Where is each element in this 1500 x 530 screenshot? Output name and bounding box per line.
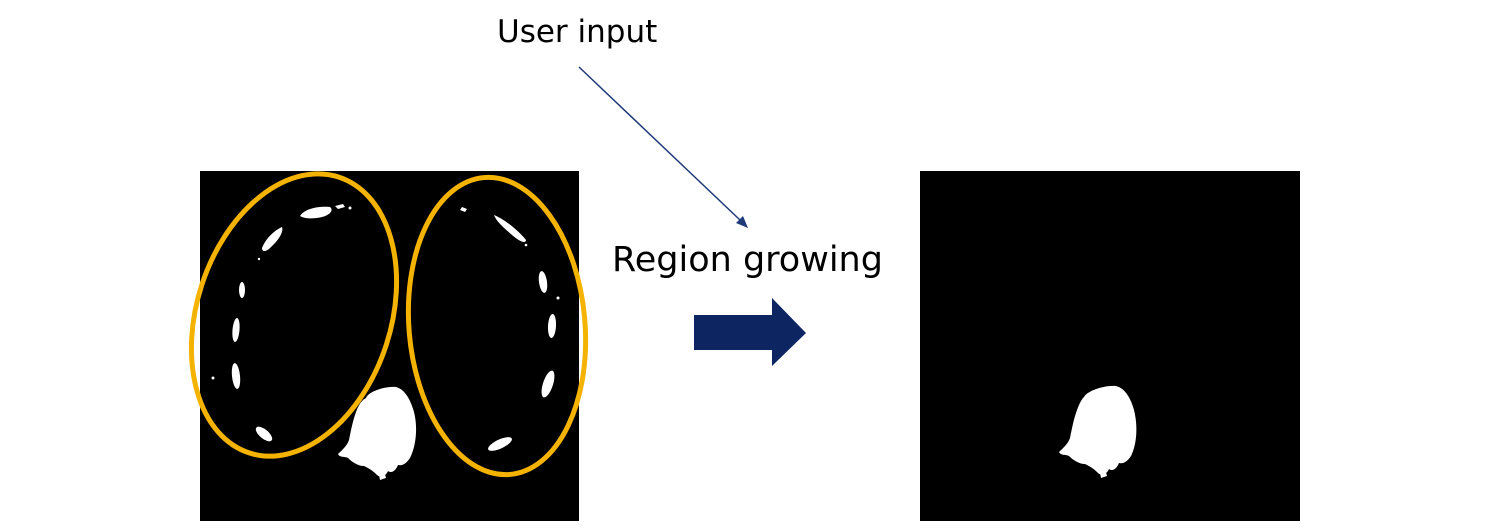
right-rib-fragments	[460, 207, 560, 451]
spine-blob-input-tail	[378, 470, 386, 480]
left-rib-fragments	[211, 204, 352, 442]
output-mask-image	[920, 171, 1300, 521]
right-arrow-icon	[694, 298, 806, 366]
input-mask-image	[188, 171, 589, 521]
region-growing-label: Region growing	[612, 240, 883, 280]
left-highlight-ellipse	[188, 171, 400, 459]
spine-blob-input	[338, 386, 417, 477]
spine-blob-output-tail	[1099, 468, 1107, 478]
user-input-label: User input	[497, 14, 658, 50]
user-input-pointer	[578, 66, 748, 228]
spine-blob-output	[1059, 385, 1137, 475]
right-highlight-ellipse	[405, 174, 589, 478]
